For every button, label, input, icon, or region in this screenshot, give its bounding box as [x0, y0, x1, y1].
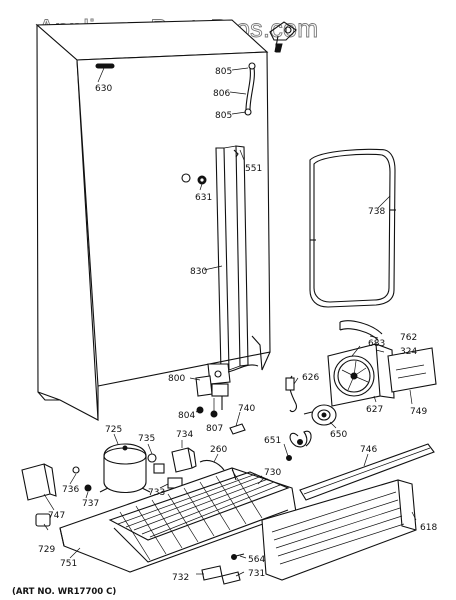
top-handle: [95, 63, 115, 69]
water-valve-800: [195, 363, 259, 418]
hinge-bracket: [269, 21, 297, 53]
callout-738: 738: [368, 207, 385, 217]
callout-631: 631: [195, 193, 212, 203]
callout-762: 762: [400, 333, 417, 343]
bracket-747: [21, 463, 57, 501]
callout-737: 737: [82, 499, 99, 509]
screw-564-head: [231, 554, 237, 560]
cabinet: [35, 19, 271, 421]
tube-805-806: [233, 62, 256, 158]
callout-324: 324: [400, 347, 417, 357]
screw-736: [72, 466, 80, 474]
callout-749: 749: [410, 407, 427, 417]
grommet-631: [197, 175, 207, 185]
callout-260: 260: [210, 445, 227, 455]
callout-805-lower: 805: [215, 111, 232, 121]
callout-551: 551: [245, 164, 262, 174]
art-number: (ART NO. WR17700 C): [12, 587, 116, 597]
callout-564: 564: [248, 555, 265, 565]
relay-735: [147, 453, 165, 474]
callout-805: 805: [215, 67, 232, 77]
callout-804: 804: [178, 411, 195, 421]
callout-733: 733: [148, 488, 165, 498]
callout-618: 618: [420, 523, 437, 533]
fan-blade-651: [286, 430, 312, 461]
cord-626: [285, 375, 297, 413]
clip-740: [229, 423, 246, 435]
callout-683: 683: [368, 339, 385, 349]
strip-746: [299, 443, 435, 501]
callout-626: 626: [302, 373, 319, 383]
callout-627: 627: [366, 405, 383, 415]
foot-732: [201, 565, 223, 581]
callout-732: 732: [172, 573, 189, 583]
duct-762: [339, 320, 383, 341]
bracket-734: [171, 447, 197, 473]
callout-806: 806: [213, 89, 230, 99]
plug-729: [35, 513, 51, 527]
callout-747: 747: [48, 511, 65, 521]
callout-731: 731: [248, 569, 265, 579]
callout-736: 736: [62, 485, 79, 495]
callout-734: 734: [176, 430, 193, 440]
callout-labels: 805 806 805 630 551 631 738 830 762 683 …: [38, 67, 437, 583]
callout-725: 725: [105, 425, 122, 435]
gasket-738: [309, 148, 396, 308]
foot-731: [221, 571, 241, 585]
callout-651: 651: [264, 436, 281, 446]
fan-motor-650: [303, 404, 337, 426]
callout-740: 740: [238, 404, 255, 414]
hole: [181, 173, 191, 183]
callout-807: 807: [206, 424, 223, 434]
callout-729: 729: [38, 545, 55, 555]
wire-260: [199, 459, 225, 471]
condenser-coil-730: [108, 469, 290, 563]
compressor-725: [99, 443, 151, 493]
callout-751: 751: [60, 559, 77, 569]
callout-800: 800: [168, 374, 185, 384]
callout-830: 830: [190, 267, 207, 277]
screw-564: [235, 553, 245, 557]
leader-lines: [43, 67, 417, 577]
callout-735: 735: [138, 434, 155, 444]
cover-749: [387, 347, 437, 393]
fan-assembly-627: [327, 343, 395, 407]
rear-cover-618: [261, 479, 417, 581]
callout-630: 630: [95, 84, 112, 94]
callout-650: 650: [330, 430, 347, 440]
callout-730: 730: [264, 468, 281, 478]
grommet-737: [84, 484, 92, 492]
callout-746: 746: [360, 445, 377, 455]
